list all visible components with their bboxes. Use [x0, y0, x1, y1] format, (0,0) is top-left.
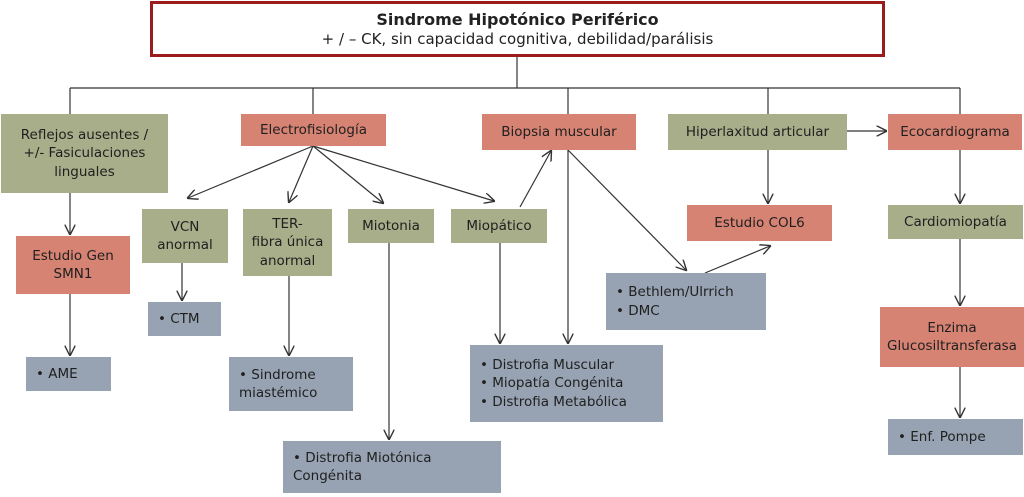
node-vcn: VCN anormal [142, 209, 228, 263]
node-ter: TER- fibra única anormal [243, 209, 332, 276]
diagram-title-box: Sindrome Hipotónico Periférico + / – CK,… [150, 1, 885, 57]
node-distrofia-miotonica: • Distrofia Miotónica Congénita [283, 441, 501, 493]
diagram-title: Sindrome Hipotónico Periférico [376, 10, 659, 29]
node-cardiomiopatia: Cardiomiopatía [888, 205, 1023, 239]
node-miopatico: Miopático [451, 209, 547, 243]
node-sindrome-miastemico: • Sindrome miastémico [229, 357, 353, 411]
node-ame: • AME [26, 357, 111, 391]
node-reflejos: Reflejos ausentes / +/- Fasiculaciones l… [1, 114, 168, 193]
node-ctm: • CTM [148, 302, 221, 336]
node-enf-pompe: • Enf. Pompe [888, 419, 1023, 455]
node-miotonia: Miotonia [348, 209, 434, 243]
diagram-subtitle: + / – CK, sin capacidad cognitiva, debil… [321, 30, 714, 48]
node-hiperlaxitud: Hiperlaxitud articular [668, 114, 847, 150]
node-bethlem: • Bethlem/Ulrrich • DMC [606, 273, 766, 330]
node-biopsia-muscular: Biopsia muscular [482, 114, 636, 150]
node-estudio-col6: Estudio COL6 [687, 205, 832, 241]
node-ecocardiograma: Ecocardiograma [888, 114, 1022, 150]
node-estudio-gen: Estudio Gen SMN1 [16, 236, 130, 294]
node-distrofias: • Distrofia Muscular • Miopatía Congénit… [470, 345, 663, 422]
node-enzima: Enzima Glucosiltransferasa [880, 307, 1024, 367]
node-electrofisiologia: Electrofisiología [241, 114, 386, 146]
